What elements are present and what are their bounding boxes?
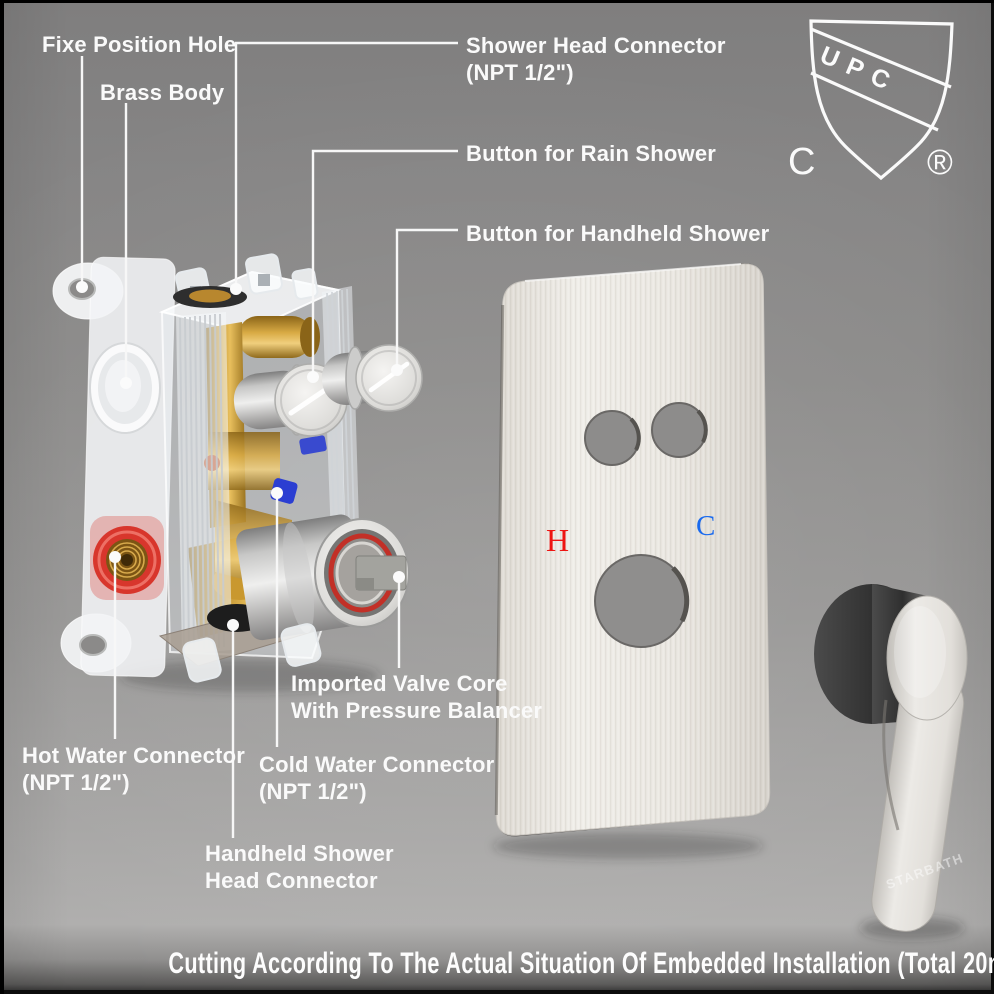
button-handheld-shower	[321, 344, 423, 412]
label-hot-water-connector: Hot Water Connector (NPT 1/2")	[22, 742, 245, 796]
hot-water-connector	[90, 516, 164, 600]
plate-hole-rain	[584, 410, 641, 466]
label-line: Fixe Position Hole	[42, 32, 237, 57]
upc-shield-icon	[809, 19, 954, 181]
plate-hole-handheld	[651, 402, 708, 458]
rough-in-valve-illustration	[52, 253, 423, 692]
label-line: Shower Head Connector	[466, 33, 726, 58]
label-line: Brass Body	[100, 80, 225, 105]
label-button-rain-shower: Button for Rain Shower	[466, 140, 716, 167]
valve-core-assembly	[236, 514, 410, 641]
hot-marker: H	[546, 522, 570, 558]
label-brass-body: Brass Body	[100, 79, 224, 106]
label-line: Hot Water Connector	[22, 743, 245, 768]
label-line: Head Connector	[205, 868, 378, 893]
handle-illustration	[814, 584, 968, 939]
label-handheld-shower-head-connector: Handheld Shower Head Connector	[205, 840, 394, 894]
caption-text: Cutting According To The Actual Situatio…	[168, 947, 994, 980]
leader-dots	[76, 281, 405, 631]
label-line: (NPT 1/2")	[466, 60, 574, 85]
certification-prefix-letter: C	[788, 141, 816, 183]
label-cold-water-connector: Cold Water Connector (NPT 1/2")	[259, 751, 494, 805]
label-line: With Pressure Balancer	[291, 698, 543, 723]
trim-plate-illustration	[493, 262, 771, 859]
label-line: Button for Handheld Shower	[466, 221, 770, 246]
label-line: Button for Rain Shower	[466, 141, 717, 166]
leader-lines	[80, 41, 458, 838]
housing-fins	[176, 312, 232, 654]
label-line: Handheld Shower	[205, 841, 394, 866]
label-fixe-position-hole: Fixe Position Hole	[42, 31, 236, 58]
top-port	[173, 286, 247, 308]
label-line: (NPT 1/2")	[22, 770, 130, 795]
plate-hole-handle	[594, 554, 690, 648]
label-line: Imported Valve Core	[291, 671, 508, 696]
cold-marker: C	[696, 510, 716, 542]
fixing-hole	[79, 634, 107, 656]
caption-bar: Cutting According To The Actual Situatio…	[0, 947, 994, 981]
clip-notch	[258, 274, 270, 286]
label-line: (NPT 1/2")	[259, 779, 367, 804]
handle-knob-face	[886, 595, 968, 721]
registered-trademark-symbol: ®	[927, 143, 953, 182]
label-line: Cold Water Connector	[259, 752, 495, 777]
label-button-handheld-shower: Button for Handheld Shower	[466, 220, 769, 247]
valve-shadow	[120, 660, 380, 692]
label-shower-head-connector: Shower Head Connector (NPT 1/2")	[466, 32, 726, 86]
label-imported-valve-core: Imported Valve Core With Pressure Balanc…	[291, 670, 542, 724]
